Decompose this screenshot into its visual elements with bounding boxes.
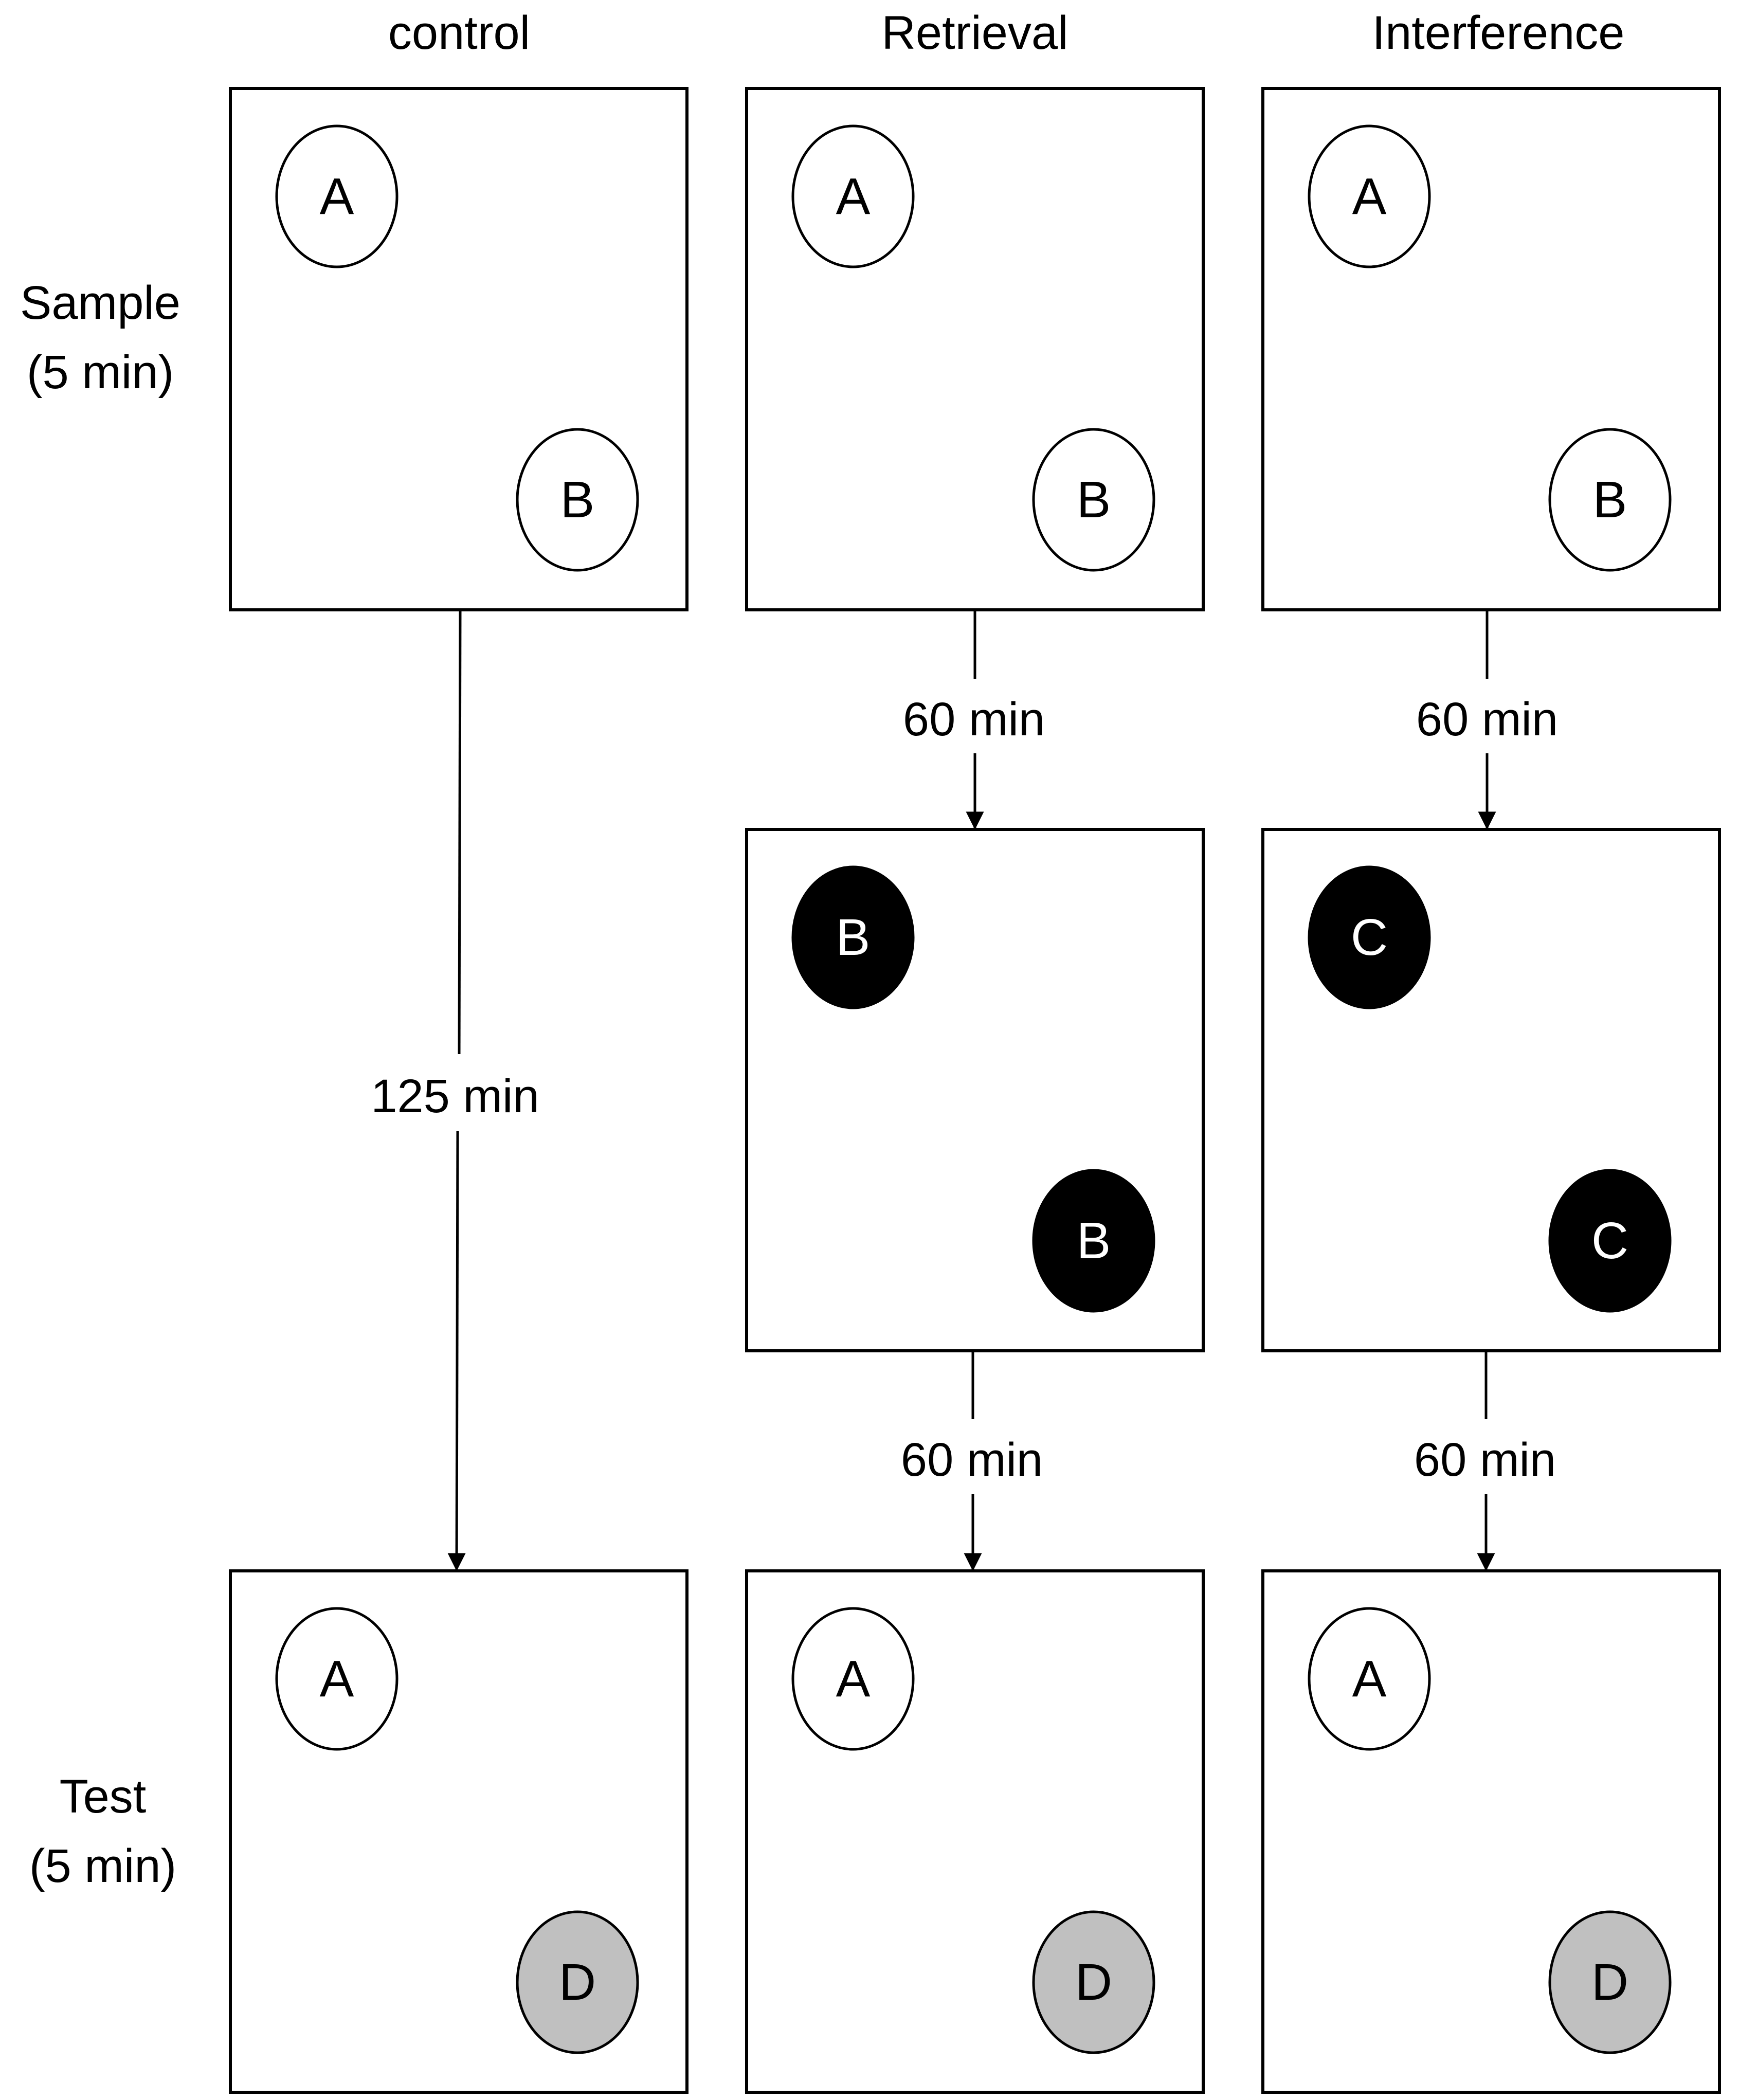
object-b-retrieval-middle-top-left — [791, 865, 915, 1009]
object-a-retrieval-sample-top-left — [791, 124, 915, 268]
arrow-control-upper — [458, 609, 462, 1055]
object-c-interference-middle-bottom-right — [1548, 1169, 1672, 1313]
object-label-control-sample-bottom-right: B — [560, 471, 595, 529]
object-label-control-test-top-left: A — [320, 1650, 354, 1708]
interval-interference-1: 60 min — [1416, 693, 1558, 746]
object-label-retrieval-test-bottom-right: D — [1075, 1953, 1112, 2011]
interval-interference-2: 60 min — [1414, 1434, 1556, 1486]
column-header-control: control — [388, 7, 530, 59]
object-b-retrieval-sample-bottom-right — [1032, 428, 1155, 572]
row-label-test: Test — [60, 1770, 147, 1823]
object-a-retrieval-test-top-left — [791, 1607, 915, 1751]
object-label-interference-sample-top-left: A — [1352, 168, 1387, 225]
object-label-interference-test-bottom-right: D — [1591, 1953, 1628, 2011]
object-label-retrieval-sample-bottom-right: B — [1077, 471, 1111, 529]
row-label-sample: Sample — [20, 277, 180, 329]
object-label-control-sample-top-left: A — [320, 168, 354, 225]
object-b-control-sample-bottom-right — [516, 428, 639, 572]
object-label-interference-middle-top-left: C — [1351, 909, 1388, 966]
object-label-retrieval-middle-top-left: B — [836, 909, 871, 966]
column-header-interference: Interference — [1372, 7, 1625, 59]
object-a-interference-sample-top-left — [1308, 124, 1431, 268]
object-a-control-sample-top-left — [275, 124, 398, 268]
object-d-retrieval-test-bottom-right — [1032, 1910, 1155, 2054]
row-label-test-duration: (5 min) — [29, 1840, 176, 1892]
object-a-interference-test-top-left — [1308, 1607, 1431, 1751]
object-label-retrieval-sample-top-left: A — [836, 168, 871, 225]
object-label-interference-sample-bottom-right: B — [1593, 471, 1627, 529]
arena-interference-sample — [1261, 87, 1721, 611]
object-label-interference-middle-bottom-right: C — [1591, 1212, 1628, 1270]
object-c-interference-middle-top-left — [1308, 865, 1431, 1009]
row-label-sample-duration: (5 min) — [27, 346, 174, 399]
column-header-retrieval: Retrieval — [881, 7, 1068, 59]
interval-control: 125 min — [371, 1070, 539, 1123]
object-label-interference-test-top-left: A — [1352, 1650, 1387, 1708]
arena-control-sample — [229, 87, 689, 611]
object-b-retrieval-middle-bottom-right — [1032, 1169, 1155, 1313]
arrow-control-lower — [447, 1131, 466, 1571]
object-a-control-test-top-left — [275, 1607, 398, 1751]
object-d-interference-test-bottom-right — [1548, 1910, 1672, 2054]
interval-retrieval-1: 60 min — [903, 693, 1045, 746]
object-d-control-test-bottom-right — [516, 1910, 639, 2054]
interval-retrieval-2: 60 min — [901, 1434, 1043, 1486]
object-label-control-test-bottom-right: D — [559, 1953, 596, 2011]
object-label-retrieval-test-top-left: A — [836, 1650, 871, 1708]
object-b-interference-sample-bottom-right — [1548, 428, 1672, 572]
object-label-retrieval-middle-bottom-right: B — [1077, 1212, 1111, 1270]
